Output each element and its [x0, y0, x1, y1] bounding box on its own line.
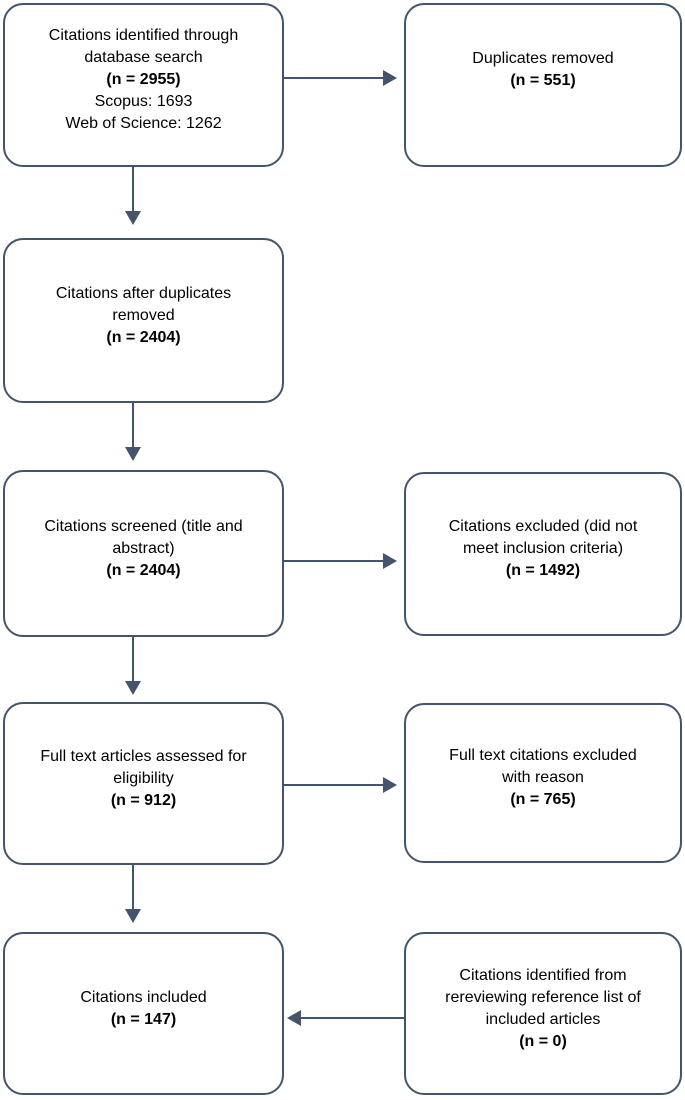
box-text-line: Citations excluded (did not: [448, 518, 638, 535]
arrowhead-left-icon: [287, 1010, 301, 1026]
arrowhead-down-icon: [125, 909, 141, 923]
box-full-text-assessed: Full text articles assessed for eligibil…: [3, 702, 284, 865]
box-text-line: included articles: [485, 1010, 601, 1028]
box-text-line: Citations after duplicates: [55, 284, 232, 302]
box-text-line: eligibility: [113, 769, 174, 787]
count-label: (n = 1492): [505, 562, 581, 579]
arrowhead-down-icon: [125, 211, 141, 225]
box-text-line: Web of Science: 1262: [65, 115, 222, 132]
box-text-line: meet inclusion criteria): [462, 540, 624, 557]
box-text-line: Citations identified through: [48, 27, 239, 44]
box-citations-included: Citations included (n = 147): [3, 932, 284, 1095]
box-text-line: Full text articles assessed for: [40, 747, 247, 765]
arrow-identified-to-after-duplicates: [132, 167, 134, 211]
count-label: (n = 551): [510, 72, 576, 89]
count-label: (n = 2404): [106, 561, 181, 579]
count-label: (n = 0): [519, 1032, 567, 1050]
arrow-screened-to-excluded: [284, 560, 383, 562]
box-text-line: abstract): [112, 539, 175, 557]
box-citations-screened: Citations screened (title and abstract) …: [3, 470, 284, 637]
count-label: (n = 765): [510, 791, 576, 808]
box-full-text-excluded: Full text citations excluded with reason…: [404, 703, 682, 863]
arrow-screened-to-full-text: [132, 637, 134, 681]
arrowhead-down-icon: [125, 681, 141, 695]
arrow-after-duplicates-to-screened: [132, 403, 134, 447]
box-text-line: Citations included: [80, 988, 207, 1006]
arrow-full-text-to-excluded: [284, 784, 383, 786]
arrow-full-text-to-included: [132, 865, 134, 909]
box-text-line: database search: [84, 49, 203, 66]
count-label: (n = 2955): [106, 71, 181, 88]
box-text-line: Citations identified from: [459, 966, 627, 984]
count-label: (n = 912): [110, 791, 177, 809]
box-text-line: with reason: [502, 769, 584, 786]
arrowhead-right-icon: [383, 777, 397, 793]
box-text-line: Citations screened (title and: [44, 517, 243, 535]
arrowhead-down-icon: [125, 447, 141, 461]
box-text-line: rereviewing reference list of: [445, 988, 641, 1006]
box-text-line: removed: [112, 306, 175, 324]
arrow-reference-list-to-included: [301, 1017, 404, 1019]
box-text-line: Duplicates removed: [472, 50, 614, 67]
box-citations-identified: Citations identified through database se…: [3, 3, 284, 167]
box-citations-excluded: Citations excluded (did not meet inclusi…: [404, 472, 682, 636]
box-duplicates-removed: Duplicates removed (n = 551): [404, 3, 682, 167]
box-after-duplicates: Citations after duplicates removed (n = …: [3, 238, 284, 403]
box-reference-list: Citations identified from rereviewing re…: [404, 932, 682, 1095]
arrow-identified-to-duplicates: [284, 77, 383, 79]
box-text-line: Full text citations excluded: [449, 747, 637, 764]
count-label: (n = 147): [110, 1010, 177, 1028]
arrowhead-right-icon: [383, 553, 397, 569]
count-label: (n = 2404): [106, 328, 181, 346]
box-text-line: Scopus: 1693: [94, 93, 193, 110]
arrowhead-right-icon: [383, 70, 397, 86]
